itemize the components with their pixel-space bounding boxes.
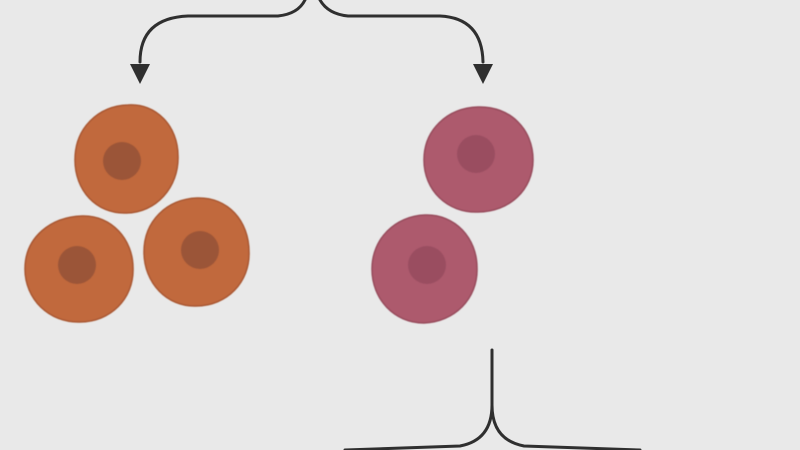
cell-nucleus xyxy=(457,135,495,173)
cell-nucleus xyxy=(103,142,141,180)
pink-cell xyxy=(371,214,478,324)
brace-right-curve xyxy=(490,403,642,450)
brace-right-arm xyxy=(318,0,485,64)
cell-nucleus xyxy=(58,246,96,284)
brace-left-arm xyxy=(138,0,307,64)
arrowhead-right xyxy=(473,64,493,84)
orange-cell xyxy=(74,104,179,214)
arrowhead-left xyxy=(130,64,150,84)
pink-cell-group xyxy=(371,106,534,324)
cell-nucleus xyxy=(181,231,219,269)
pink-cell xyxy=(423,106,534,213)
brace-stem xyxy=(343,348,494,450)
orange-cell xyxy=(24,215,134,323)
cell-nucleus xyxy=(408,246,446,284)
orange-cell-group xyxy=(24,104,250,323)
bottom-brace xyxy=(343,348,642,450)
orange-cell xyxy=(143,197,250,307)
top-split-brace xyxy=(130,0,493,84)
